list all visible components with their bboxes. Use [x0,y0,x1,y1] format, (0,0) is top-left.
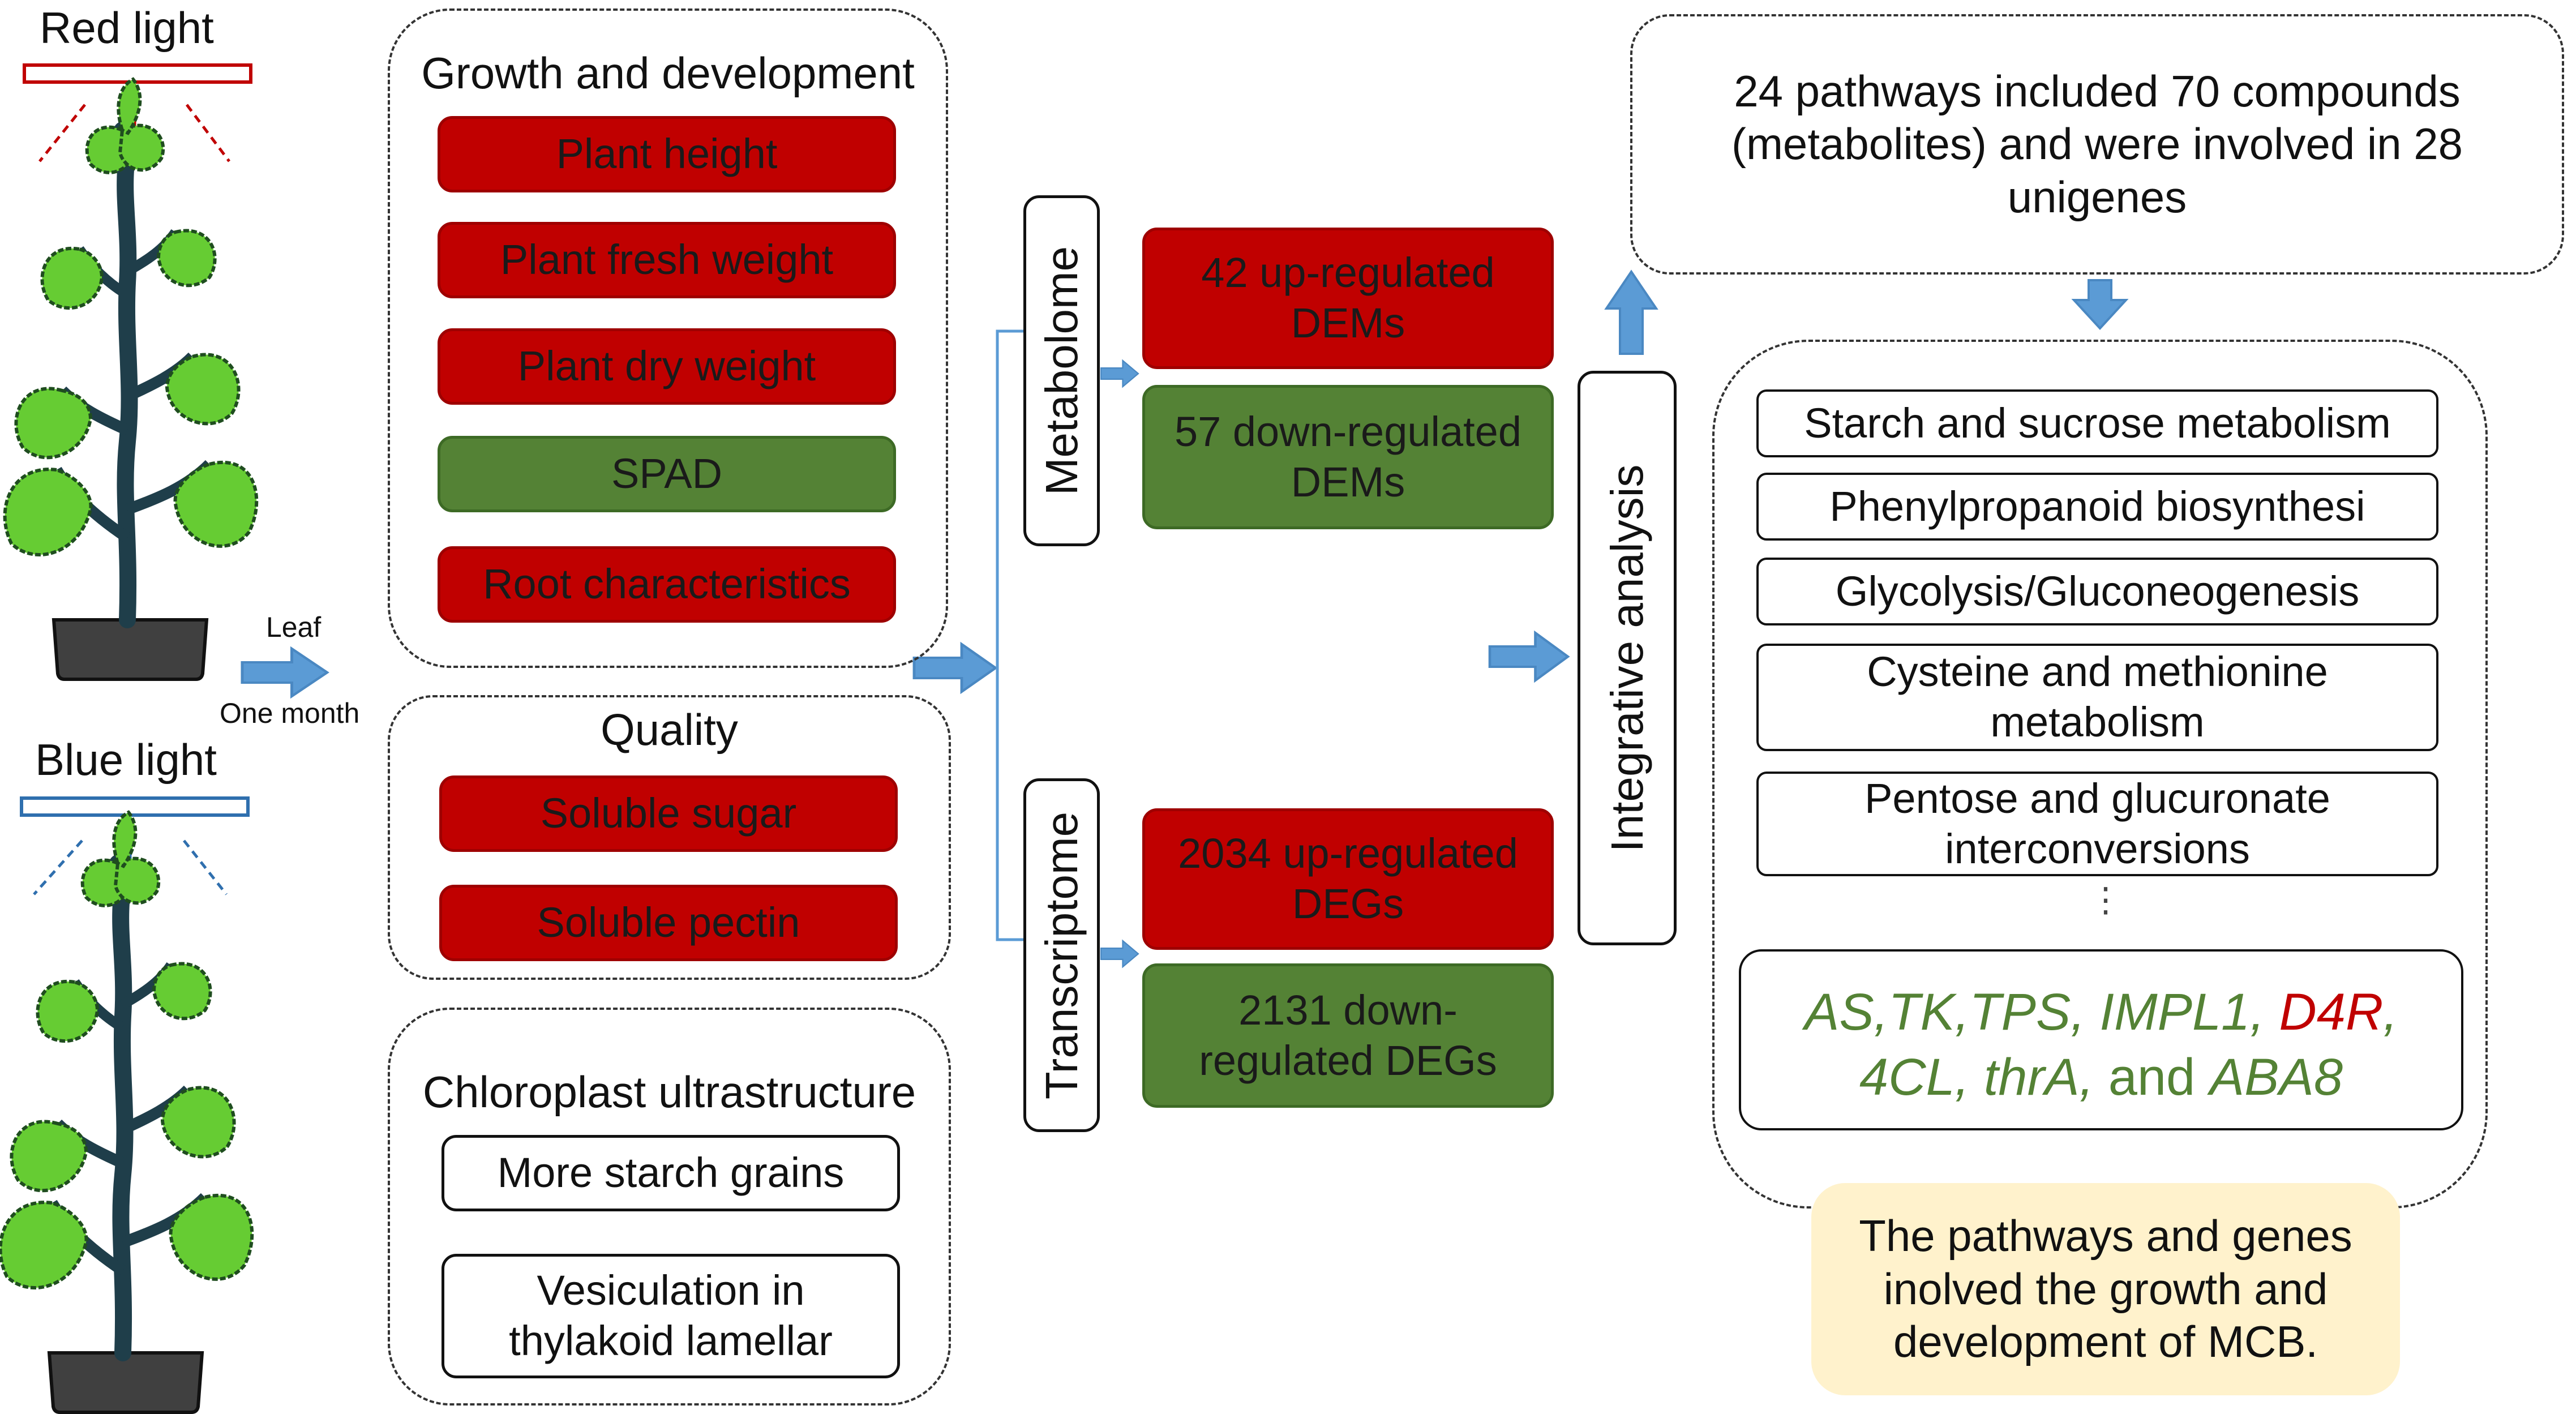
one-month-label: One month [220,697,360,729]
root-characteristics-box: Root characteristics [438,546,896,623]
genes-list-2: , 4CL, thrA, [1859,983,2398,1106]
gene-aba8: ABA8 [2209,1048,2343,1106]
blue-light-label: Blue light [35,735,217,785]
omics-bracket [996,329,1023,941]
spad-box: SPAD [438,436,896,512]
genes-box: AS,TK,TPS, IMPL1, D4R, 4CL, thrA, and AB… [1739,949,2463,1130]
growth-title: Growth and development [421,48,915,98]
conclusion-box: The pathways and genes inolved the growt… [1811,1183,2400,1395]
red-light-label: Red light [40,3,214,53]
soluble-sugar-box: Soluble sugar [439,775,898,852]
chloroplast-panel [388,1008,951,1406]
pathway-pentose: Pentose and glucuronate interconversions [1756,772,2438,876]
plant-red-light [5,79,257,679]
leaf-label: Leaf [266,611,322,643]
plant-height-box: Plant height [438,116,896,192]
quality-title: Quality [601,705,738,755]
transcriptome-text: Transcriptome [1036,811,1087,1099]
growth-panel [388,8,948,668]
soluble-pectin-box: Soluble pectin [439,885,898,961]
chloroplast-title: Chloroplast ultrastructure [422,1067,916,1117]
to-integrative-arrow [1490,633,1568,680]
starch-grains-box: More starch grains [442,1135,900,1211]
summary-box: 24 pathways included 70 compounds (metab… [1630,14,2564,275]
metabolome-arrow [1100,359,1139,388]
genes-list-1: AS,TK,TPS, IMPL1, [1804,983,2279,1041]
genes-and: and [2094,1048,2210,1106]
pathway-glycolysis: Glycolysis/Gluconeogenesis [1756,558,2438,625]
blue-lamp [20,796,250,817]
pathway-cysteine: Cysteine and methionine metabolism [1756,644,2438,751]
pathway-ellipsis: ⋮ [2089,881,2123,919]
pathway-phenylpropanoid: Phenylpropanoid biosynthesi [1756,473,2438,541]
down-degs-box: 2131 down-regulated DEGs [1142,963,1554,1108]
leaf-arrow [242,649,327,696]
integrative-analysis-text: Integrative analysis [1601,464,1652,852]
up-degs-box: 2034 up-regulated DEGs [1142,808,1554,950]
plant-dry-weight-box: Plant dry weight [438,328,896,405]
down-dems-box: 57 down-regulated DEMs [1142,385,1554,529]
integrative-analysis-label: Integrative analysis [1578,371,1677,945]
red-lamp [23,63,252,84]
vesiculation-box: Vesiculation in thylakoid lamellar [442,1254,900,1378]
quality-panel [388,695,951,980]
transcriptome-arrow [1100,940,1139,968]
metabolome-text: Metabolome [1036,246,1087,496]
to-summary-arrow [1604,269,1658,355]
pathway-starch: Starch and sucrose metabolism [1756,389,2438,457]
metabolome-label: Metabolome [1023,195,1100,546]
plant-fresh-weight-box: Plant fresh weight [438,222,896,298]
to-pathways-arrow [2071,279,2129,330]
up-dems-box: 42 up-regulated DEMs [1142,228,1554,369]
plant-blue-light [1,812,252,1412]
gene-d4r: D4R [2279,983,2384,1041]
transcriptome-label: Transcriptome [1023,778,1100,1132]
